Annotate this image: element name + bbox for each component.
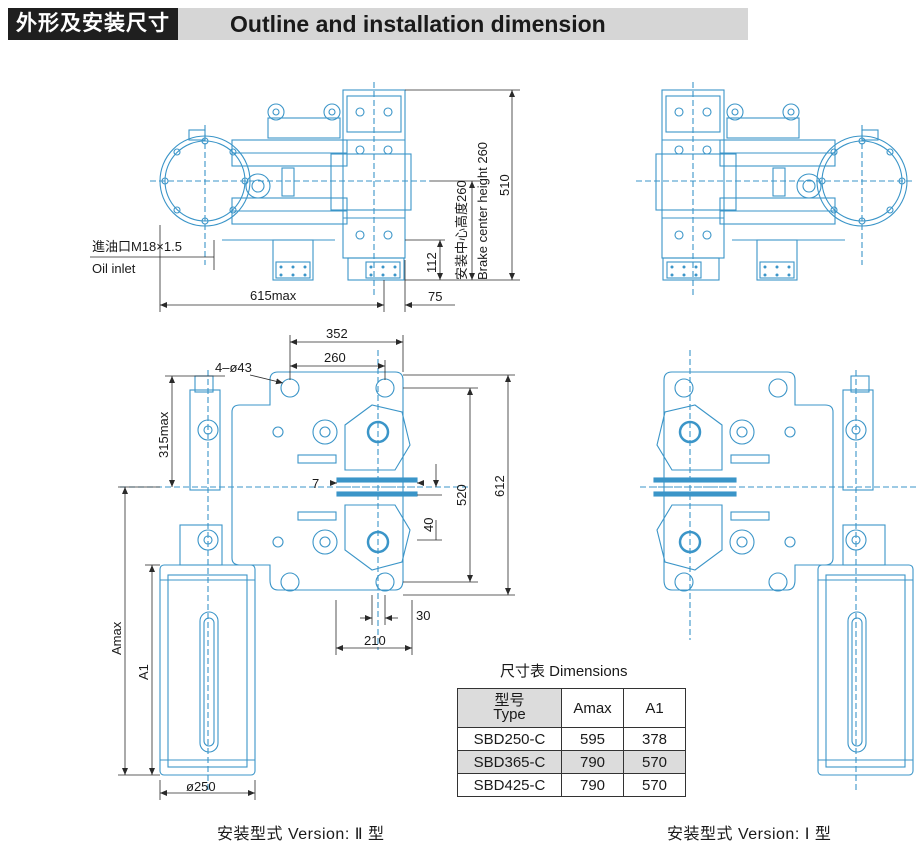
- cell-amax: 595: [561, 727, 624, 751]
- front-view-left: [120, 350, 470, 790]
- dim-75: 75: [428, 289, 442, 304]
- cell-type: SBD250-C: [457, 727, 562, 751]
- table-title: 尺寸表 Dimensions: [500, 663, 628, 680]
- cell-a1: 570: [623, 750, 686, 774]
- cell-amax: 790: [561, 773, 624, 797]
- front-view-right: [640, 350, 918, 790]
- header-amax: Amax: [561, 688, 624, 728]
- oil-inlet-label-en: Oil inlet: [92, 261, 136, 276]
- dimensions-table: 型号 Type Amax A1 SBD250-C 595 378 SBD365-…: [457, 688, 686, 797]
- front-view-left-dimensions: [118, 335, 515, 800]
- table-row: SBD365-C 790 570: [457, 750, 686, 774]
- header-a1: A1: [623, 688, 686, 728]
- caption-version-ii: 安装型式 Version: Ⅱ 型: [217, 826, 385, 843]
- section-header: 外形及安装尺寸 Outline and installation dimensi…: [8, 8, 748, 40]
- dim-amax: Amax: [109, 621, 124, 655]
- top-view-right: [636, 82, 915, 298]
- caption-version-i: 安装型式 Version: Ⅰ 型: [667, 826, 832, 843]
- header-type-cn: 型号: [494, 692, 525, 709]
- top-view-left-dimensions: [90, 89, 520, 312]
- dim-250: ø250: [186, 779, 216, 794]
- dimension-labels: 進油口M18×1.5 Oil inlet 615max 75 112 安装中心高…: [92, 142, 512, 794]
- dim-210: 210: [364, 633, 386, 648]
- cell-type: SBD425-C: [457, 773, 562, 797]
- dim-260: 260: [324, 350, 346, 365]
- brake-center-label-en: Brake center height 260: [475, 142, 490, 280]
- table-row: SBD425-C 790 570: [457, 773, 686, 797]
- dim-30: 30: [416, 608, 430, 623]
- dim-holes: 4–ø43: [215, 360, 252, 375]
- table-row: SBD250-C 595 378: [457, 727, 686, 751]
- cell-amax: 790: [561, 750, 624, 774]
- dim-7: 7: [312, 476, 319, 491]
- dim-615max: 615max: [250, 288, 297, 303]
- header-type: 型号 Type: [457, 688, 562, 728]
- cell-type: SBD365-C: [457, 750, 562, 774]
- dim-112: 112: [424, 252, 439, 273]
- header-title-en: Outline and installation dimension: [230, 11, 606, 37]
- header-type-en: Type: [493, 706, 526, 723]
- dim-352: 352: [326, 326, 348, 341]
- dim-a1: A1: [136, 664, 151, 680]
- top-view-left: [150, 82, 430, 298]
- dim-510: 510: [497, 174, 512, 196]
- dim-40: 40: [421, 518, 436, 532]
- oil-inlet-label-cn: 進油口M18×1.5: [92, 239, 182, 254]
- dim-315max: 315max: [156, 411, 171, 458]
- cell-a1: 570: [623, 773, 686, 797]
- dim-612: 612: [492, 475, 507, 497]
- table-header-row: 型号 Type Amax A1: [457, 688, 686, 728]
- dim-520: 520: [454, 484, 469, 506]
- brake-center-label-cn: 安装中心高度260: [454, 180, 469, 280]
- header-title-cn: 外形及安装尺寸: [8, 8, 178, 40]
- cell-a1: 378: [623, 727, 686, 751]
